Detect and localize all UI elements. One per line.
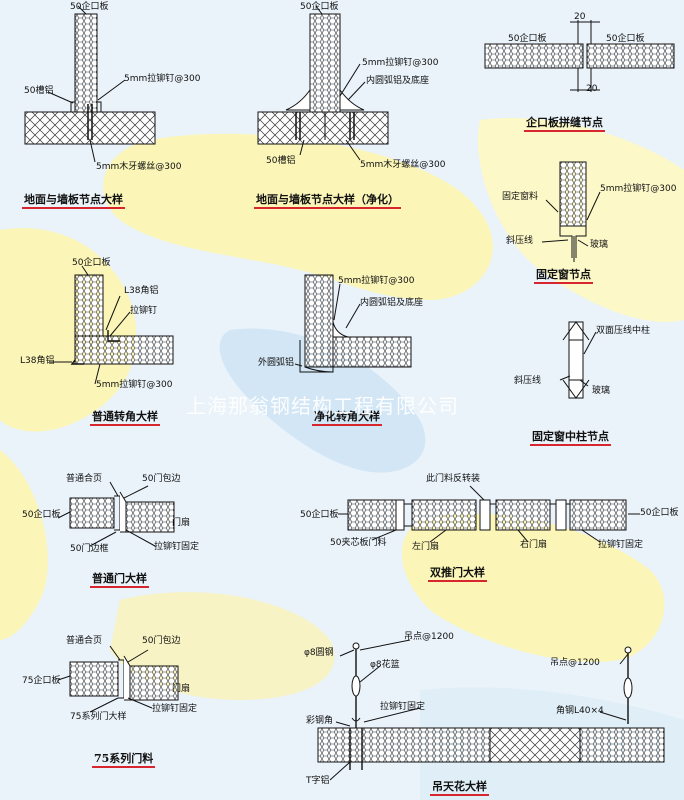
detail-window-post: [559, 321, 597, 399]
label-trough: 50槽铝: [24, 86, 54, 96]
label-rivet: 拉铆钉固定: [598, 540, 644, 550]
label-outer-arc: 外圆弧铝: [258, 358, 295, 368]
drawing-lines: [24, 5, 675, 781]
title-door-75: 75系列门料: [92, 752, 156, 768]
label-window-frame: 固定窗料: [502, 192, 539, 202]
detail-fixed-window: [541, 161, 601, 262]
label-arc-base: 内圆弧铝及底座: [360, 298, 424, 308]
detail-ceiling: [317, 639, 665, 781]
label-dim-bottom: 20: [586, 84, 598, 94]
label-rivet: 拉铆钉固定: [154, 542, 200, 552]
label-rivet: 拉铆钉固定: [380, 702, 426, 712]
detail-clean-corner: [294, 274, 412, 373]
label-bead: 斜压线: [506, 236, 534, 246]
label-screw: 5mm木牙螺丝@300: [360, 160, 446, 170]
detail-floor-wall-clean: [257, 5, 389, 161]
label-rivet-spacing: 5mm拉铆钉@300: [96, 380, 173, 390]
label-sandwich: 50夹芯板门料: [330, 538, 387, 548]
detail-panel-joint: [484, 20, 675, 92]
label-frame: 50门边框: [70, 544, 109, 554]
label-post: 双面压线中柱: [596, 326, 651, 336]
label-panel: 50企口板: [300, 2, 339, 12]
label-panel-right: 50企口板: [640, 508, 679, 518]
label-rivet: 拉铆钉固定: [152, 704, 198, 714]
title-window-post: 固定窗中柱节点: [530, 430, 611, 446]
detail-door-75: [57, 645, 179, 713]
label-angle: 角钢L40×4: [556, 706, 604, 716]
label-screw: 5mm木牙螺丝@300: [96, 162, 182, 172]
label-turnbuckle: φ8花篮: [370, 660, 400, 670]
detail-double-door: [338, 485, 640, 543]
label-hinge: 普通合页: [66, 636, 103, 646]
label-glass: 玻璃: [590, 240, 609, 250]
label-right-leaf: 右门扇: [520, 540, 548, 550]
detail-corner: [50, 265, 174, 385]
label-reverse: 此门料反转装: [426, 474, 481, 484]
title-clean-corner: 净化转角大样: [312, 410, 382, 426]
title-corner: 普通转角大样: [90, 410, 160, 426]
label-rivet: 拉铆钉: [130, 306, 158, 316]
detail-floor-wall: [24, 5, 156, 163]
title-double-door: 双推门大样: [428, 566, 487, 582]
label-edge: 50门包边: [142, 474, 181, 484]
label-rivet: 5mm拉铆钉@300: [124, 74, 201, 84]
label-angle-top: L38角铝: [124, 286, 159, 296]
label-panel: 75企口板: [22, 676, 61, 686]
label-panel: 50企口板: [70, 2, 109, 12]
title-floor-wall-clean: 地面与墙板节点大样（净化）: [254, 193, 401, 209]
label-panel-left: 50企口板: [508, 34, 547, 44]
title-floor-wall: 地面与墙板节点大样: [22, 193, 125, 209]
company-watermark: 上海那翁钢结构工程有限公司: [186, 394, 459, 418]
label-rivet: 5mm拉铆钉@300: [600, 184, 677, 194]
label-left-leaf: 左门扇: [412, 542, 440, 552]
title-fixed-window: 固定窗节点: [534, 268, 593, 284]
label-hanger: 吊点@1200: [404, 632, 454, 642]
label-trough: 50槽铝: [266, 156, 296, 166]
label-panel: 50企口板: [22, 510, 61, 520]
title-door: 普通门大样: [90, 572, 149, 588]
label-panel-right: 50企口板: [606, 34, 645, 44]
label-angle-left: L38角铝: [20, 356, 55, 366]
label-dim-top: 20: [574, 12, 586, 22]
label-edge: 50门包边: [142, 636, 181, 646]
label-rivet: 5mm拉铆钉@300: [338, 276, 415, 286]
label-glass: 玻璃: [592, 386, 611, 396]
label-frame: 75系列门大样: [70, 712, 127, 722]
label-rod: φ8圆钢: [304, 648, 334, 658]
label-channel: 彩钢角: [306, 716, 334, 726]
label-arc-base: 内圆弧铝及底座: [366, 76, 430, 86]
title-panel-joint: 企口板拼缝节点: [524, 116, 605, 132]
detail-door: [57, 481, 175, 547]
title-ceiling: 吊天花大样: [430, 780, 489, 796]
label-rivet: 5mm拉铆钉@300: [362, 58, 439, 68]
label-hinge: 普通合页: [66, 474, 103, 484]
label-hanger-right: 吊点@1200: [550, 658, 600, 668]
label-leaf: 门扇: [172, 518, 191, 528]
label-tee: T字铝: [306, 776, 330, 786]
label-panel-left: 50企口板: [300, 510, 339, 520]
label-panel: 50企口板: [72, 258, 111, 268]
label-bead: 斜压线: [514, 376, 542, 386]
label-leaf: 门扇: [172, 684, 191, 694]
